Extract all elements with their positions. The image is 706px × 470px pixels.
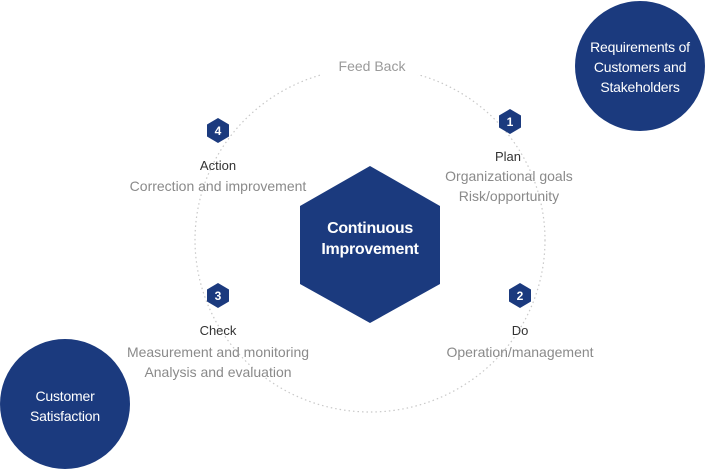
satisfaction-line-1: Customer (35, 388, 95, 404)
step-2-title: Do (511, 323, 529, 338)
step-3-title: Check (199, 323, 237, 338)
step-4-title: Action (199, 158, 237, 173)
step-3-number: 3 (214, 289, 222, 303)
step-1-number: 1 (506, 115, 514, 129)
requirements-line-3: Stakeholders (600, 79, 680, 95)
requirements-label: Requirements of Customers and Stakeholde… (575, 37, 705, 97)
satisfaction-line-2: Satisfaction (30, 408, 100, 424)
step-2-number: 2 (516, 289, 524, 303)
step-3-desc-2: Analysis and evaluation (144, 364, 292, 380)
step-1-hexagon (499, 109, 521, 134)
center-line-1: Continuous (327, 220, 413, 237)
satisfaction-circle (0, 339, 130, 469)
requirements-line-1: Requirements of (590, 39, 690, 55)
step-1-desc-1: Organizational goals (445, 168, 573, 184)
cycle-ring (194, 67, 546, 413)
satisfaction-label: Customer Satisfaction (5, 386, 125, 426)
requirements-line-2: Customers and (593, 59, 687, 75)
center-label: Continuous Improvement (300, 218, 440, 260)
feedback-label: Feed Back (322, 57, 422, 75)
requirements-circle (575, 1, 705, 131)
step-3-desc-1: Measurement and monitoring (126, 344, 310, 360)
step-4-hexagon (207, 118, 229, 143)
step-2-desc-1: Operation/management (446, 344, 594, 360)
step-1-desc-2: Risk/opportunity (458, 188, 560, 204)
center-line-2: Improvement (321, 241, 419, 258)
step-4-desc-1: Correction and improvement (129, 178, 307, 194)
step-4-number: 4 (214, 124, 222, 138)
step-1-title: Plan (494, 149, 522, 164)
center-hexagon (300, 166, 440, 323)
step-2-hexagon (509, 283, 531, 308)
step-3-hexagon (207, 283, 229, 308)
